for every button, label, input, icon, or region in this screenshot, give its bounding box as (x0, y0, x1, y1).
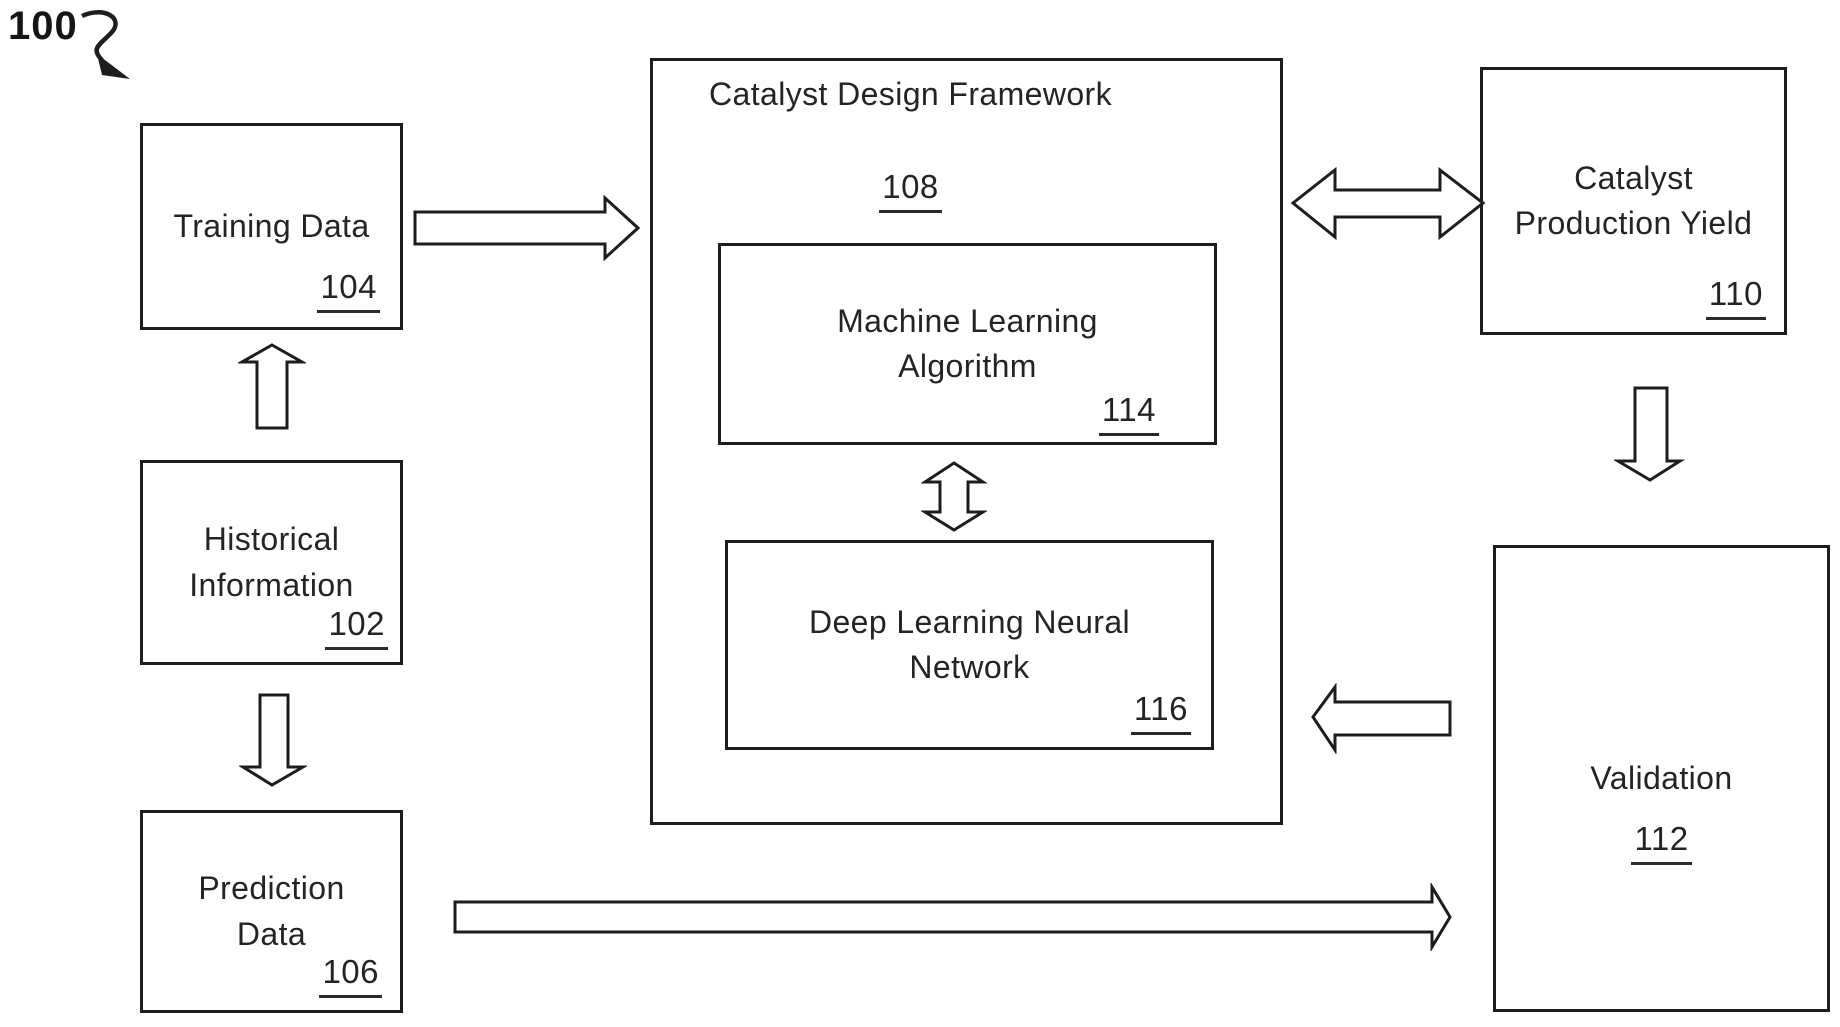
prediction-data-ref-number: 106 (319, 953, 382, 998)
validation-ref-number: 112 (1631, 820, 1692, 865)
training-data-box: Training Data 104 (140, 123, 403, 330)
double-arrow-ml-algorithm-to-dl-neural-network (921, 461, 987, 532)
historical-information-box: Historical Information 102 (140, 460, 403, 665)
historical-information-ref-number: 102 (325, 605, 388, 650)
prediction-data-box: Prediction Data 106 (140, 810, 403, 1013)
arrow-training-data-to-framework (413, 194, 641, 262)
catalyst-production-yield-box: Catalyst Production Yield 110 (1480, 67, 1787, 335)
arrow-historical-information-to-training-data (238, 343, 306, 430)
validation-box (1493, 545, 1830, 1012)
machine-learning-algorithm-box: Machine Learning Algorithm 114 (718, 243, 1217, 445)
arrow-validation-to-framework (1311, 683, 1452, 754)
arrow-catalyst-production-yield-to-validation (1614, 386, 1686, 482)
arrow-prediction-data-to-validation (453, 883, 1452, 951)
training-data-label: Training Data (173, 207, 370, 244)
machine-learning-algorithm-label: Machine Learning Algorithm (837, 302, 1098, 384)
catalyst-production-yield-label: Catalyst Production Yield (1514, 159, 1753, 241)
deep-learning-neural-network-ref-number: 116 (1130, 690, 1191, 735)
catalyst-production-yield-ref-number: 110 (1705, 275, 1766, 320)
figure-reference-squiggle-arrow-icon (81, 10, 130, 79)
machine-learning-algorithm-ref-number: 114 (1098, 391, 1159, 436)
deep-learning-neural-network-box: Deep Learning Neural Network 116 (725, 540, 1214, 750)
catalyst-design-framework-label: Catalyst Design Framework (709, 76, 1112, 112)
catalyst-design-framework-ref-number-wrap: 108 (650, 168, 1283, 213)
validation-label: Validation (1590, 760, 1733, 797)
double-arrow-framework-to-catalyst-production-yield (1290, 166, 1486, 241)
catalyst-design-framework-ref-number: 108 (879, 168, 942, 213)
validation-box-content: Validation 112 (1493, 545, 1830, 1012)
historical-information-label: Historical Information (189, 521, 354, 603)
arrow-historical-information-to-prediction-data (239, 693, 307, 787)
figure-reference-number: 100 (8, 4, 78, 48)
deep-learning-neural-network-label: Deep Learning Neural Network (808, 603, 1131, 685)
prediction-data-label: Prediction Data (198, 870, 345, 952)
training-data-ref-number: 104 (317, 268, 380, 313)
